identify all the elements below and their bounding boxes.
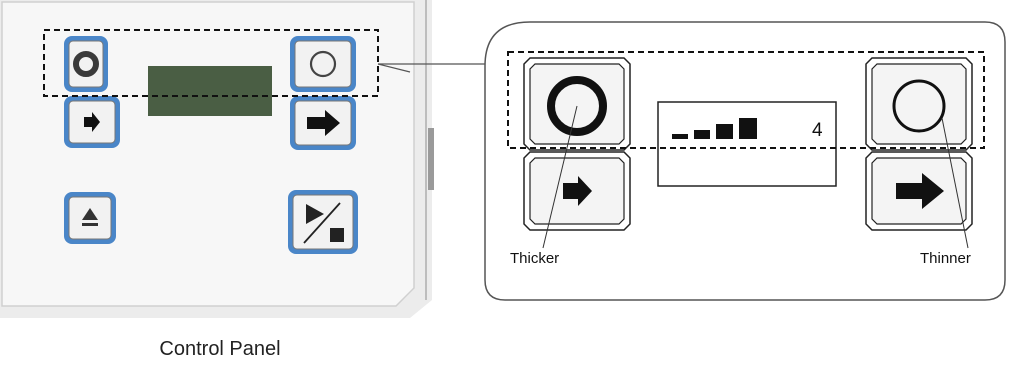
thin-ring-icon bbox=[892, 79, 946, 133]
thicker-label: Thicker bbox=[510, 250, 560, 267]
panel-display bbox=[148, 66, 272, 116]
level-bar bbox=[672, 134, 688, 139]
thinner-leader-line bbox=[941, 117, 969, 249]
zoom-thinner-button[interactable] bbox=[865, 57, 973, 151]
detail-highlight-box bbox=[507, 51, 985, 149]
level-bar bbox=[694, 130, 710, 139]
left-arrow-button[interactable] bbox=[64, 96, 120, 148]
thicker-button[interactable] bbox=[64, 36, 108, 92]
control-panel bbox=[0, 0, 434, 318]
level-bar bbox=[716, 124, 733, 139]
level-bars bbox=[672, 118, 757, 139]
thinner-label: Thinner bbox=[920, 250, 971, 267]
play-stop-icon bbox=[303, 202, 344, 244]
right-arrow-icon bbox=[563, 176, 592, 206]
level-value: 4 bbox=[812, 120, 823, 141]
panel-side-tab bbox=[428, 128, 434, 190]
right-arrow-icon bbox=[307, 110, 340, 136]
thick-ring-icon bbox=[73, 51, 99, 77]
thick-ring-icon bbox=[547, 76, 607, 136]
figure-caption: Control Panel bbox=[159, 338, 281, 360]
thin-ring-icon bbox=[309, 50, 337, 78]
thicker-leader-line bbox=[542, 105, 578, 249]
play-stop-button[interactable] bbox=[288, 190, 358, 254]
right-arrow-icon bbox=[84, 112, 100, 132]
right-arrow-button[interactable] bbox=[290, 96, 356, 150]
zoom-right-arrow-button[interactable] bbox=[865, 151, 973, 231]
detail-callout bbox=[484, 21, 1006, 301]
eject-icon bbox=[82, 208, 98, 226]
level-display bbox=[657, 101, 837, 187]
thinner-button[interactable] bbox=[290, 36, 356, 92]
level-bar bbox=[739, 118, 757, 139]
zoom-thicker-button[interactable] bbox=[523, 57, 631, 151]
eject-button[interactable] bbox=[64, 192, 116, 244]
zoom-connector bbox=[377, 63, 494, 73]
right-arrow-icon bbox=[896, 173, 944, 209]
zoom-left-arrow-button[interactable] bbox=[523, 151, 631, 231]
